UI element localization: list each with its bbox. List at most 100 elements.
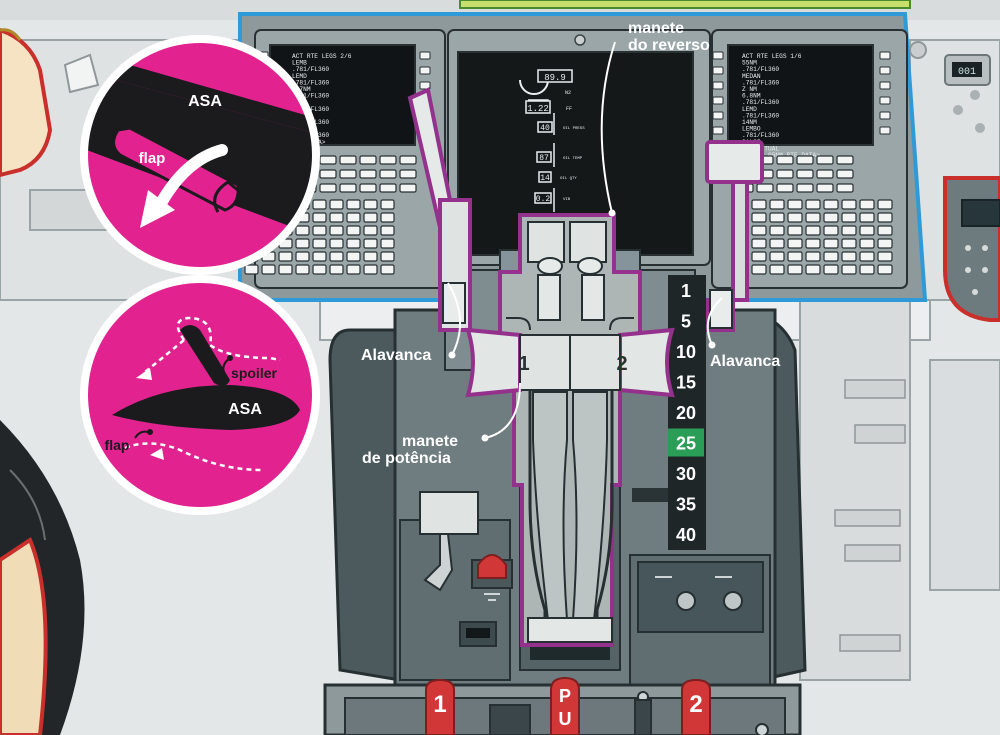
cdu-key[interactable]: [805, 199, 821, 210]
cdu-key[interactable]: [751, 238, 767, 249]
cdu-key[interactable]: [379, 183, 397, 193]
cdu-key[interactable]: [319, 183, 337, 193]
cdu-key[interactable]: [859, 199, 875, 210]
cdu-line-select-key[interactable]: [879, 66, 891, 75]
cdu-key[interactable]: [877, 238, 893, 249]
cdu-key[interactable]: [751, 264, 767, 275]
cdu-key[interactable]: [805, 264, 821, 275]
cdu-key[interactable]: [877, 251, 893, 262]
cdu-key[interactable]: [805, 212, 821, 223]
cdu-key[interactable]: [346, 251, 361, 262]
cdu-key[interactable]: [756, 183, 774, 193]
cdu-key[interactable]: [363, 251, 378, 262]
cdu-line-select-key[interactable]: [712, 111, 724, 120]
cdu-key[interactable]: [776, 169, 794, 179]
cdu-key[interactable]: [295, 264, 310, 275]
cdu-line-select-key[interactable]: [879, 111, 891, 120]
cdu-key[interactable]: [859, 225, 875, 236]
cdu-key[interactable]: [399, 155, 417, 165]
cdu-key[interactable]: [769, 199, 785, 210]
cdu-key[interactable]: [877, 212, 893, 223]
cdu-key[interactable]: [312, 251, 327, 262]
cdu-key[interactable]: [823, 264, 839, 275]
cdu-key[interactable]: [877, 225, 893, 236]
cdu-key[interactable]: [329, 199, 344, 210]
cdu-key[interactable]: [769, 251, 785, 262]
cdu-key[interactable]: [823, 199, 839, 210]
cdu-key[interactable]: [363, 238, 378, 249]
cdu-key[interactable]: [769, 264, 785, 275]
cdu-key[interactable]: [329, 238, 344, 249]
cdu-key[interactable]: [346, 238, 361, 249]
cdu-key[interactable]: [339, 183, 357, 193]
cdu-line-select-key[interactable]: [879, 81, 891, 90]
cdu-line-select-key[interactable]: [419, 51, 431, 60]
cdu-key[interactable]: [329, 251, 344, 262]
cdu-key[interactable]: [346, 212, 361, 223]
cdu-key[interactable]: [823, 212, 839, 223]
cdu-key[interactable]: [751, 251, 767, 262]
thrust-levers[interactable]: 1 2: [465, 213, 675, 647]
cdu-key[interactable]: [295, 251, 310, 262]
apu-handle[interactable]: P U: [550, 676, 580, 735]
cdu-line-select-key[interactable]: [712, 66, 724, 75]
cdu-key[interactable]: [312, 212, 327, 223]
cdu-key[interactable]: [751, 212, 767, 223]
cdu-line-select-key[interactable]: [879, 96, 891, 105]
cdu-key[interactable]: [295, 225, 310, 236]
cdu-key[interactable]: [346, 225, 361, 236]
cdu-line-select-key[interactable]: [419, 81, 431, 90]
cdu-key[interactable]: [312, 225, 327, 236]
cdu-key[interactable]: [319, 155, 337, 165]
cdu-key[interactable]: [359, 155, 377, 165]
cdu-key[interactable]: [836, 169, 854, 179]
cdu-key[interactable]: [816, 155, 834, 165]
cdu-key[interactable]: [380, 251, 395, 262]
cdu-key[interactable]: [363, 212, 378, 223]
cdu-key[interactable]: [841, 251, 857, 262]
cdu-key[interactable]: [261, 264, 276, 275]
cdu-key[interactable]: [859, 238, 875, 249]
cdu-key[interactable]: [359, 169, 377, 179]
cdu-key[interactable]: [787, 238, 803, 249]
cdu-key[interactable]: [380, 264, 395, 275]
cdu-key[interactable]: [363, 225, 378, 236]
cdu-key[interactable]: [841, 264, 857, 275]
cdu-key[interactable]: [399, 183, 417, 193]
cdu-key[interactable]: [836, 183, 854, 193]
cdu-key[interactable]: [295, 238, 310, 249]
cdu-key[interactable]: [859, 264, 875, 275]
cdu-line-select-key[interactable]: [712, 51, 724, 60]
cdu-key[interactable]: [787, 251, 803, 262]
cdu-key[interactable]: [841, 199, 857, 210]
cdu-key[interactable]: [769, 212, 785, 223]
cdu-key[interactable]: [329, 212, 344, 223]
cdu-key[interactable]: [841, 212, 857, 223]
cdu-key[interactable]: [339, 169, 357, 179]
cdu-key[interactable]: [769, 238, 785, 249]
cdu-line-select-key[interactable]: [712, 96, 724, 105]
cdu-key[interactable]: [823, 225, 839, 236]
cdu-key[interactable]: [841, 225, 857, 236]
cdu-key[interactable]: [346, 199, 361, 210]
cdu-key[interactable]: [836, 155, 854, 165]
cdu-key[interactable]: [380, 212, 395, 223]
cdu-key[interactable]: [380, 238, 395, 249]
cdu-key[interactable]: [796, 183, 814, 193]
cdu-key[interactable]: [339, 155, 357, 165]
cdu-key[interactable]: [751, 225, 767, 236]
fire-handle-2[interactable]: 2: [681, 678, 711, 735]
cdu-key[interactable]: [359, 183, 377, 193]
cdu-key[interactable]: [319, 169, 337, 179]
cdu-key[interactable]: [312, 264, 327, 275]
cdu-key[interactable]: [399, 169, 417, 179]
cdu-key[interactable]: [787, 264, 803, 275]
cdu-key[interactable]: [776, 183, 794, 193]
cdu-key[interactable]: [379, 155, 397, 165]
cdu-key[interactable]: [379, 169, 397, 179]
cdu-key[interactable]: [805, 225, 821, 236]
cdu-key[interactable]: [841, 238, 857, 249]
cdu-key[interactable]: [787, 212, 803, 223]
fire-handle-1[interactable]: 1: [425, 678, 455, 735]
cdu-key[interactable]: [877, 199, 893, 210]
